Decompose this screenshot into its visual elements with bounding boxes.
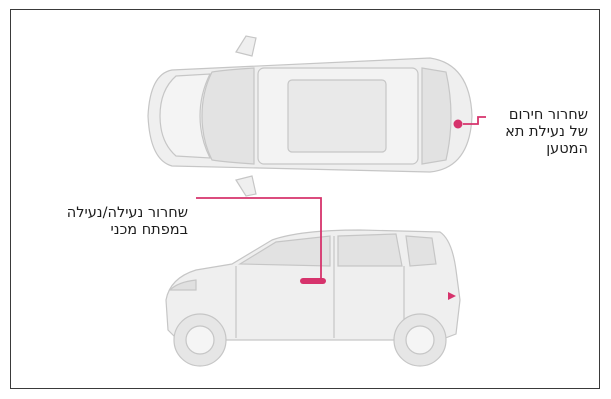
door-handle-marker — [300, 278, 326, 284]
top-sunroof — [288, 80, 386, 152]
trunk-release-marker — [454, 120, 463, 129]
trunk-emergency-release-label: שחרור חירום של נעילת תא המטען — [470, 107, 588, 158]
car-side-view — [166, 230, 460, 366]
side-front-rim — [186, 326, 214, 354]
top-windshield — [202, 68, 254, 164]
top-mirror-lower — [236, 176, 256, 196]
top-rear-window — [422, 68, 451, 164]
side-rear-rim — [406, 326, 434, 354]
key-lock-unlock-label: שחרור נעילה/נעילה במפתח מכני — [20, 205, 188, 239]
side-rear-window — [338, 234, 402, 266]
side-quarter-window — [406, 236, 436, 266]
top-mirror-upper — [236, 36, 256, 56]
car-top-view — [148, 36, 472, 196]
